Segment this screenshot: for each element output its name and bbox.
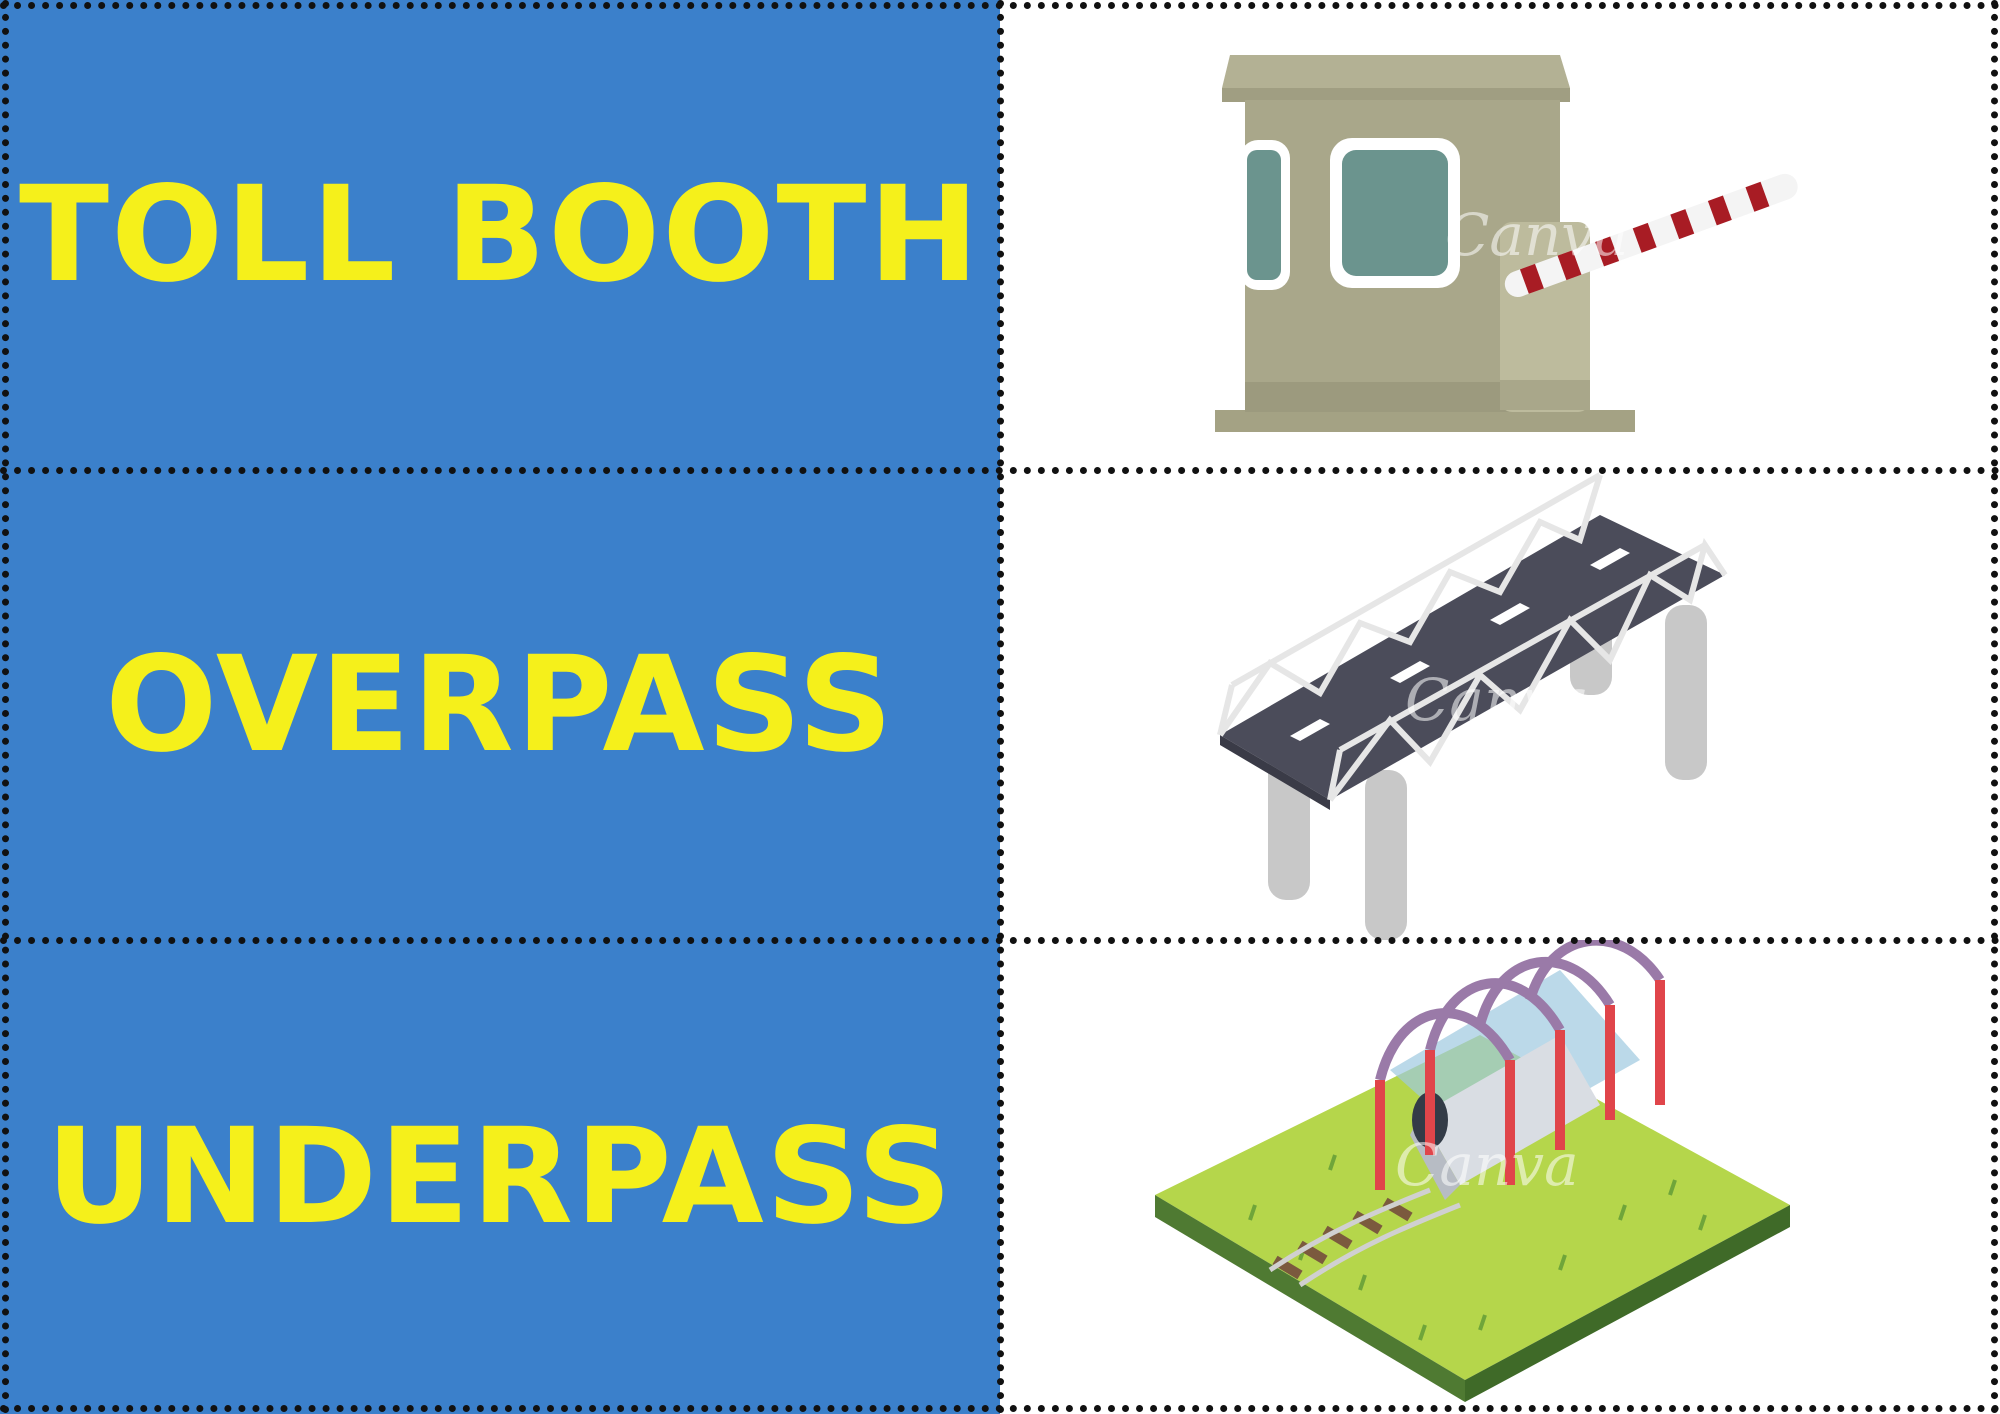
card-label: OVERPASS xyxy=(105,628,895,782)
train-underpass-icon: Canva xyxy=(1155,940,1790,1402)
cut-line-middle xyxy=(997,0,1004,1414)
card-label: TOLL BOOTH xyxy=(19,158,981,312)
picture-cell: Canva xyxy=(1000,0,2000,470)
picture-cell: Canva xyxy=(1000,470,2000,940)
card-overpass: OVERPASS xyxy=(0,470,2000,940)
picture-cell: Canva xyxy=(1000,940,2000,1414)
label-cell: OVERPASS xyxy=(0,470,1000,940)
overpass-bridge-icon: Canva xyxy=(1217,472,1728,940)
card-label: UNDERPASS xyxy=(45,1100,955,1254)
label-cell: UNDERPASS xyxy=(0,940,1000,1414)
cut-line-right xyxy=(1991,0,1998,1414)
label-cell: TOLL BOOTH xyxy=(0,0,1000,470)
cut-line-left xyxy=(2,0,9,1414)
toll-booth-icon: Canva xyxy=(1215,55,1798,432)
watermark: Canva xyxy=(1445,201,1629,269)
card-toll-booth: TOLL BOOTH xyxy=(0,0,2000,470)
watermark: Canva xyxy=(1395,1131,1579,1199)
watermark: Canva xyxy=(1405,666,1589,734)
card-underpass: UNDERPASS xyxy=(0,940,2000,1414)
